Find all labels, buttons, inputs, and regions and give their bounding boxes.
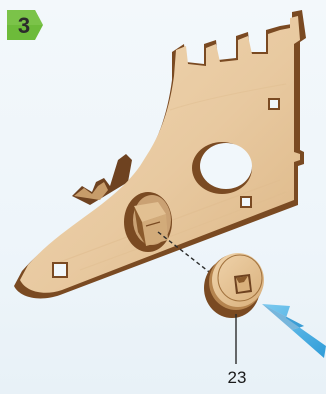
plate-round-hole (192, 142, 252, 194)
step-badge: 3 (5, 8, 45, 42)
main-plate (20, 16, 300, 293)
peg-disc-part (204, 253, 264, 318)
part-number-label: 23 (222, 368, 252, 388)
plate-peg-hole (124, 192, 172, 252)
step-number: 3 (11, 13, 37, 39)
arrow-icon (262, 304, 326, 358)
